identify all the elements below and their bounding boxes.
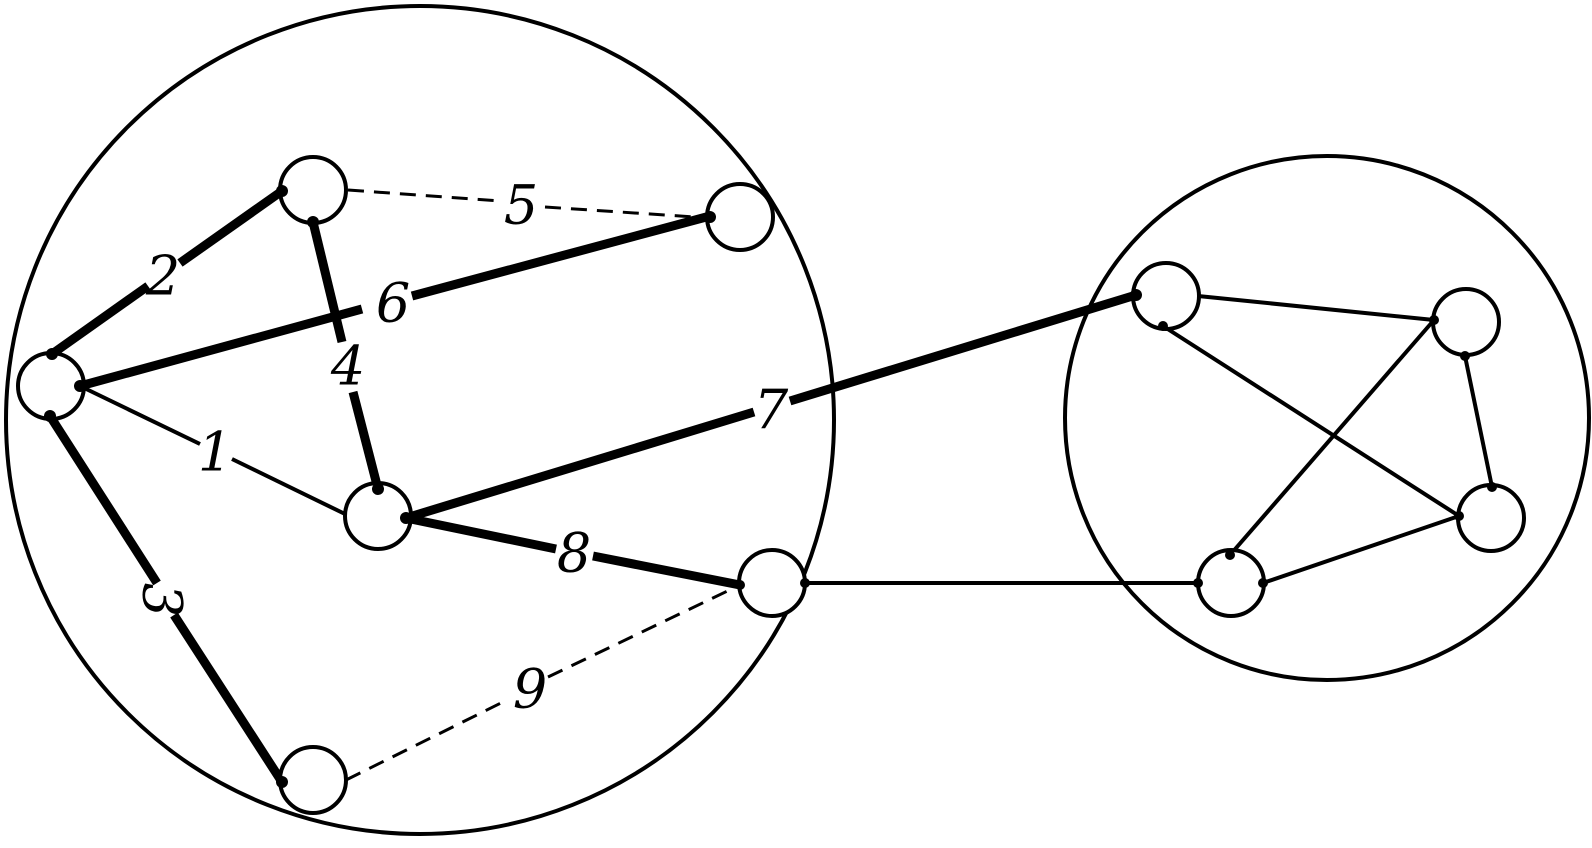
- port-dot: [1454, 511, 1464, 521]
- port-dot: [1225, 550, 1235, 560]
- edge-9-segment-b: [547, 583, 741, 679]
- edge-3-segment-b: [170, 612, 286, 785]
- port-dot: [1193, 578, 1203, 588]
- edge-8-segment-b: [592, 551, 741, 590]
- port-dot: [1460, 351, 1470, 361]
- node-left-f: [278, 745, 348, 815]
- edge-1-segment-b: [231, 457, 346, 516]
- edge-7-segment-b: [788, 290, 1138, 406]
- edge-9-segment-a: [345, 699, 506, 782]
- edge-1-segment-a: [79, 384, 201, 446]
- edge-label-9: 9: [513, 658, 547, 721]
- edge-6-segment-a: [78, 304, 364, 391]
- edge-2-segment-b: [177, 187, 285, 267]
- edge-4-segment-a: [308, 220, 347, 344]
- port-dot: [372, 483, 384, 495]
- port-dot: [400, 512, 412, 524]
- edge-label-1: 1: [198, 421, 232, 484]
- port-dot: [307, 216, 319, 228]
- right-cluster-circle: [1063, 154, 1591, 682]
- edge-4-segment-b: [348, 390, 383, 491]
- port-dot: [1258, 578, 1268, 588]
- port-dot: [704, 211, 716, 223]
- port-dot: [276, 776, 288, 788]
- edge-right-b: [1161, 324, 1461, 518]
- edge-5-segment-b: [544, 205, 711, 220]
- edge-3-segment-a: [46, 413, 161, 586]
- port-dot: [1429, 315, 1439, 325]
- left-cluster-circle: [4, 4, 836, 836]
- edge-label-6: 6: [376, 272, 410, 335]
- node-left-e: [737, 548, 807, 618]
- node-right-b: [1431, 287, 1501, 357]
- port-dot: [74, 380, 86, 392]
- port-dot: [800, 578, 810, 588]
- edge-2-segment-a: [49, 282, 151, 358]
- node-right-d: [1196, 548, 1266, 618]
- port-dot: [735, 580, 745, 590]
- port-dot: [44, 410, 56, 422]
- node-left-b: [278, 155, 348, 225]
- edge-label-7: 7: [754, 379, 789, 442]
- edge-label-2: 2: [145, 245, 180, 308]
- node-right-c: [1456, 483, 1526, 553]
- edge-5-segment-a: [347, 188, 501, 203]
- node-left-c: [705, 182, 775, 252]
- edge-label-8: 8: [557, 522, 591, 585]
- edge-8-segment-a: [405, 513, 557, 554]
- node-right-a: [1131, 261, 1201, 331]
- port-dot: [1487, 482, 1497, 492]
- edge-right-c: [1228, 318, 1436, 557]
- edge-right-e: [1262, 514, 1460, 585]
- edge-7-segment-a: [404, 407, 756, 523]
- edge-label-3: 3: [131, 583, 194, 617]
- edge-right-d: [1463, 355, 1494, 488]
- edge-right-a: [1197, 294, 1435, 322]
- edge-label-4: 4: [330, 335, 365, 398]
- port-dot: [1130, 289, 1142, 301]
- port-dot: [46, 348, 58, 360]
- edge-label-5: 5: [504, 174, 538, 237]
- edge-6-segment-b: [410, 211, 712, 301]
- port-dot: [276, 185, 288, 197]
- port-dot: [1158, 321, 1168, 331]
